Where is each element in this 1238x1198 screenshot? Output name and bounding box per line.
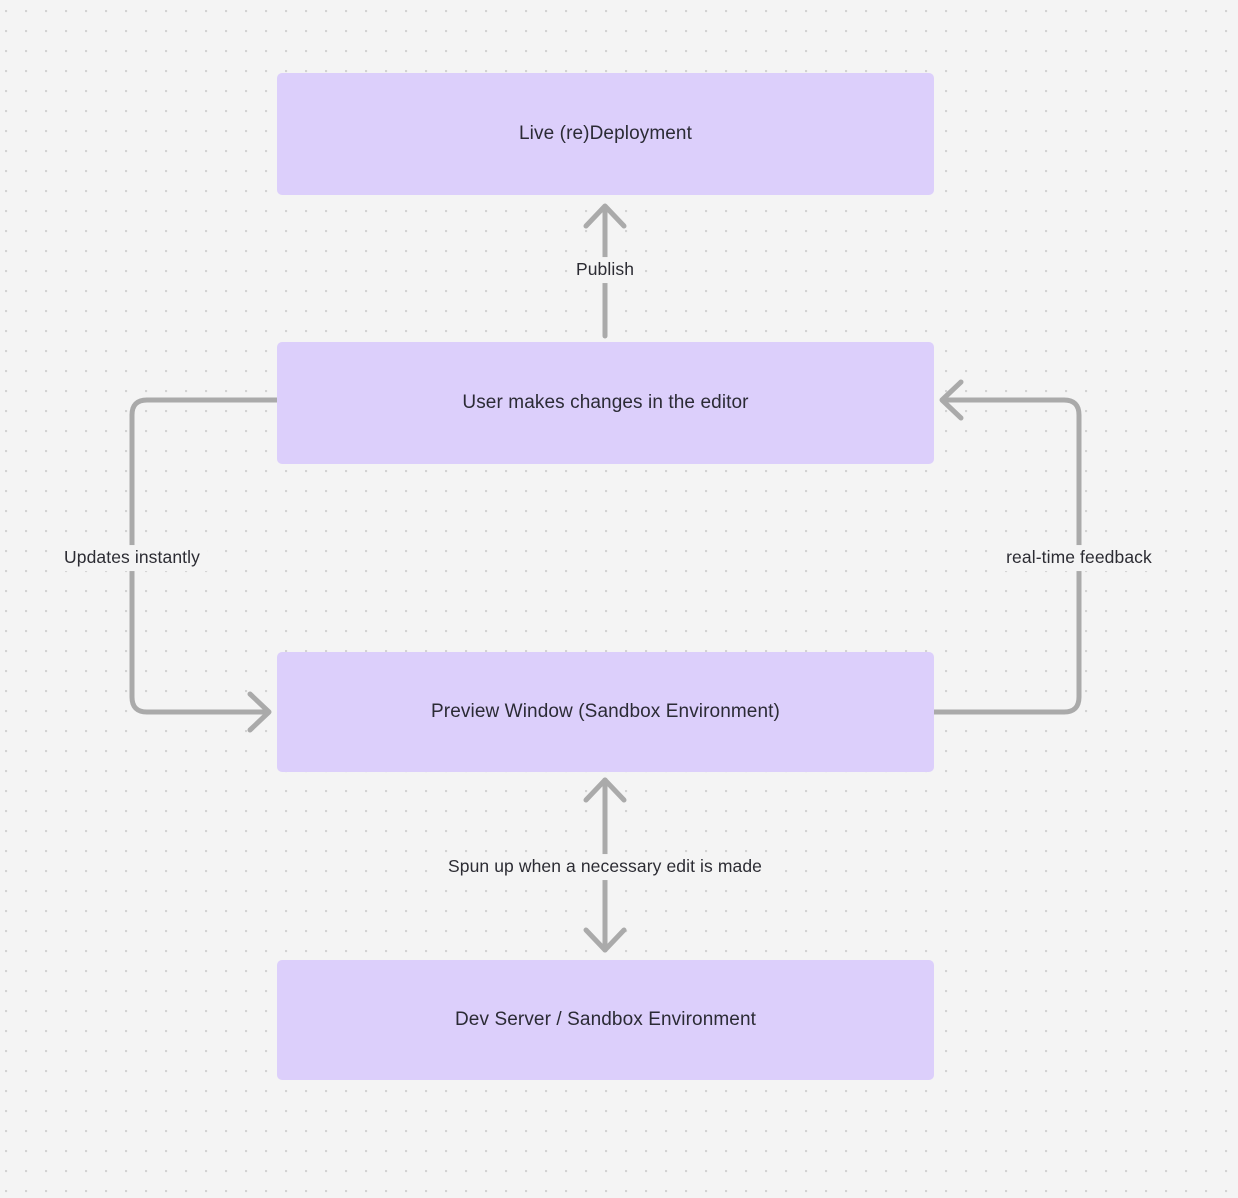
edge-label-updates-instantly: Updates instantly (57, 545, 207, 571)
node-live-redeployment[interactable]: Live (re)Deployment (277, 73, 934, 195)
arrowhead-right-updates (247, 691, 272, 733)
node-dev-server[interactable]: Dev Server / Sandbox Environment (277, 960, 934, 1080)
node-user-makes-changes-label: User makes changes in the editor (462, 391, 749, 413)
edge-label-real-time-feedback: real-time feedback (999, 545, 1159, 571)
edge-label-spun-up: Spun up when a necessary edit is made (440, 854, 770, 880)
node-live-redeployment-label: Live (re)Deployment (519, 122, 692, 144)
edge-label-publish: Publish (568, 257, 642, 283)
node-user-makes-changes[interactable]: User makes changes in the editor (277, 342, 934, 464)
arrowhead-up-spunup (583, 777, 627, 803)
node-preview-window[interactable]: Preview Window (Sandbox Environment) (277, 652, 934, 772)
arrowhead-down-spunup (583, 927, 627, 953)
node-preview-window-label: Preview Window (Sandbox Environment) (431, 700, 780, 722)
arrowhead-left-feedback (939, 379, 964, 421)
node-dev-server-label: Dev Server / Sandbox Environment (454, 1008, 756, 1030)
arrowhead-up-publish (583, 203, 627, 229)
